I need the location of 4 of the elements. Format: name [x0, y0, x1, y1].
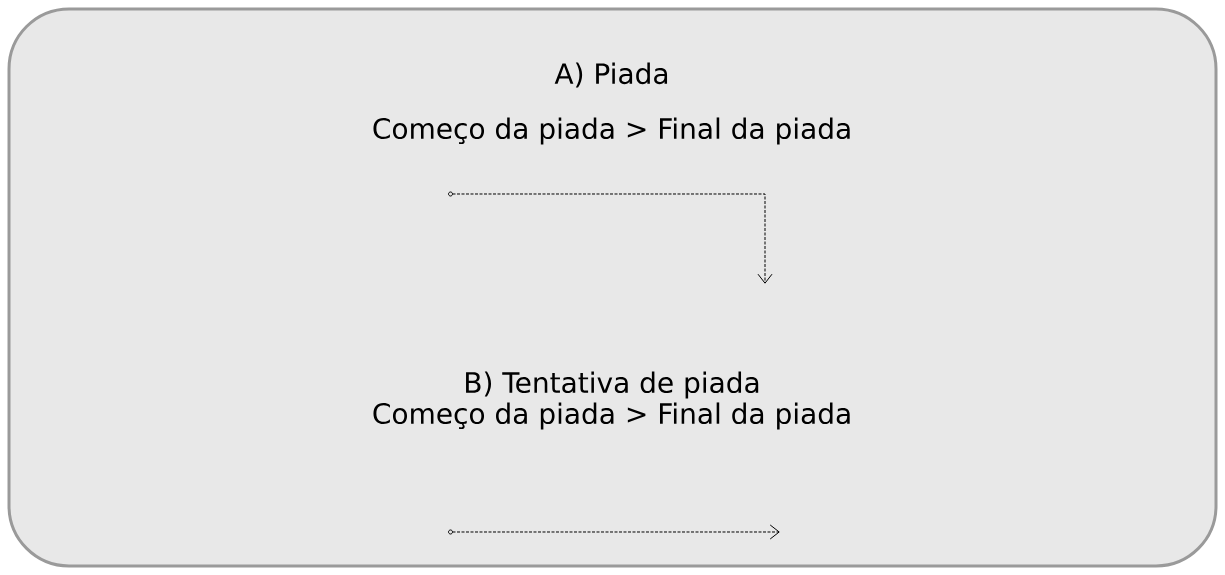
sequence-text: Começo da piada > Final da piada: [373, 117, 850, 145]
heading-text: A) Piada: [554, 62, 668, 88]
sequence-text: Começo da piada > Final da piada: [373, 402, 850, 430]
heading-text: B) Tentativa de piada: [466, 371, 759, 399]
